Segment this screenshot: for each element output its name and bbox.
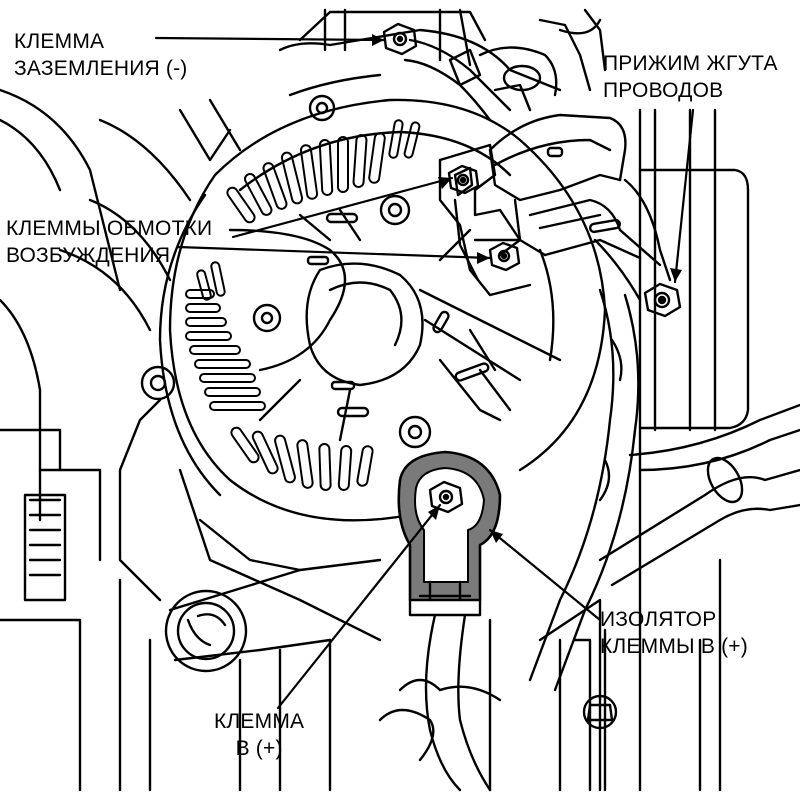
leader-insulator — [488, 528, 602, 622]
label-field-terminals: КЛЕММЫ ОБМОТКИ ВОЗБУЖДЕНИЯ — [6, 215, 212, 269]
label-insulator-line1: ИЗОЛЯТОР — [600, 608, 717, 631]
mounting-bracket — [118, 365, 382, 792]
label-harness-clamp: ПРИЖИМ ЖГУТА ПРОВОДОВ — [603, 50, 778, 104]
field-terminal-nut-lower — [488, 241, 521, 272]
label-ground-terminal: КЛЕММА ЗАЗЕМЛЕНИЯ (-) — [14, 28, 187, 82]
leader-field-upper — [231, 176, 454, 239]
label-insulator: ИЗОЛЯТОР КЛЕММЫ В (+) — [600, 606, 748, 660]
label-ground-line1: КЛЕММА — [14, 30, 105, 53]
alternator-housing — [158, 98, 607, 522]
label-harness-line2: ПРОВОДОВ — [603, 79, 724, 102]
leader-field-lower — [176, 245, 492, 260]
b-plus-cable — [378, 613, 502, 792]
ground-terminal-nut — [382, 22, 418, 56]
label-b-plus-line2: В (+) — [235, 737, 283, 760]
label-b-plus-terminal: КЛЕММА В (+) — [214, 708, 304, 762]
label-field-line1: КЛЕММЫ ОБМОТКИ — [6, 217, 213, 240]
leader-ground — [154, 36, 386, 42]
b-plus-insulator — [397, 450, 502, 617]
field-terminal-nut-upper — [447, 164, 480, 195]
leader-harness — [673, 108, 695, 284]
label-ground-line2: ЗАЗЕМЛЕНИЯ (-) — [14, 57, 188, 80]
label-field-line2: ВОЗБУЖДЕНИЯ — [6, 244, 171, 267]
leader-lines — [154, 36, 695, 710]
wire-harness-clamp — [403, 38, 672, 692]
arrow-heads — [372, 34, 682, 543]
cooling-vents — [185, 119, 421, 491]
leader-b-plus — [276, 503, 442, 710]
label-b-plus-line1: КЛЕММА — [214, 710, 305, 733]
label-insulator-line2: КЛЕММЫ В (+) — [600, 635, 748, 658]
engine-background — [0, 8, 800, 792]
b-plus-terminal-nut — [428, 480, 464, 514]
label-harness-line1: ПРИЖИМ ЖГУТА — [603, 52, 778, 75]
harness-clamp-nut — [643, 282, 682, 318]
